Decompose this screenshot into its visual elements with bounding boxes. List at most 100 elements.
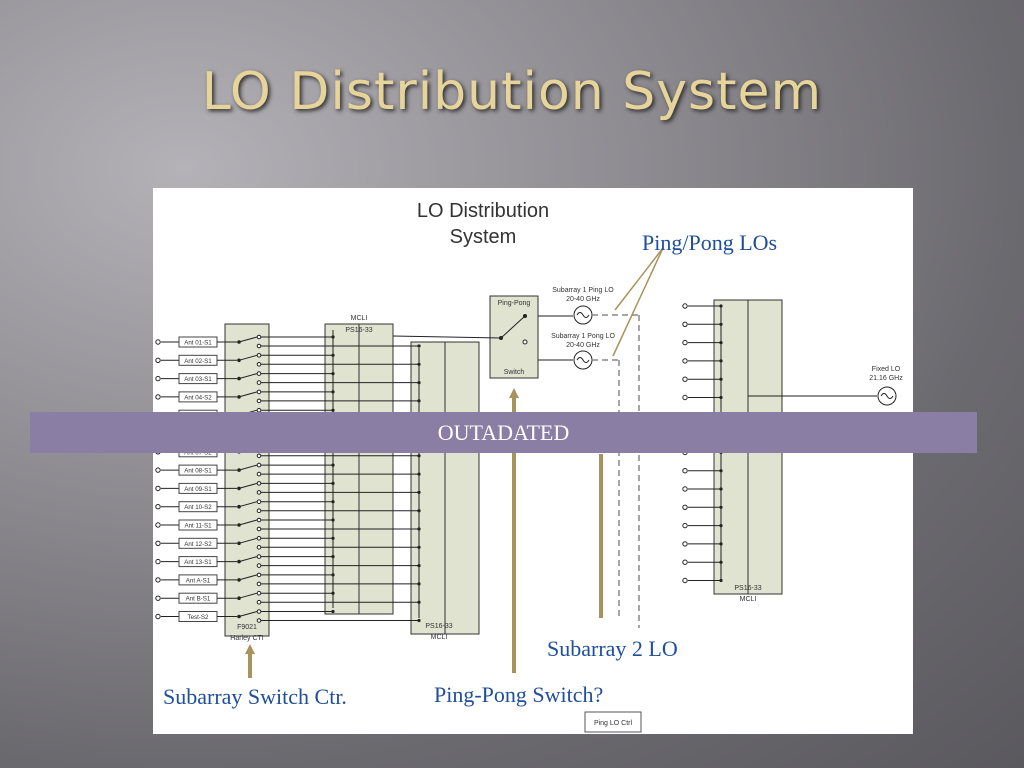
- antenna-port-icon: [155, 339, 161, 345]
- antenna-row: Ant 04-S2: [155, 389, 421, 404]
- antenna-row: Ant B-S1: [155, 590, 421, 605]
- switch-node: [237, 376, 241, 381]
- antenna-label: Ant 03-S1: [184, 376, 212, 383]
- switch-node: [237, 596, 241, 600]
- antenna-label: Ant 11-S1: [184, 523, 212, 530]
- output-row: [682, 577, 723, 584]
- ping-lo-ctrl-box: [584, 711, 642, 733]
- diagram-title-line1: LO Distribution: [416, 200, 550, 222]
- outdated-banner: OUTADATED: [30, 412, 977, 453]
- ping-pong-box-sublabel: Switch: [504, 369, 525, 376]
- ping-pong-box-label: Ping-Pong: [498, 300, 531, 307]
- sub1-pong-freq: 20-40 GHz: [566, 342, 600, 349]
- output-row: [682, 394, 723, 401]
- antenna-label: Ant 02-S1: [184, 358, 212, 365]
- antenna-port-icon: [155, 467, 161, 473]
- ping-lo-ctrl-label: Ping LO Ctrl: [594, 720, 633, 727]
- antenna-label: Ant 10-S2: [184, 504, 212, 511]
- slide-title: LO Distribution System: [201, 62, 823, 122]
- antenna-label: Ant 08-S1: [184, 468, 212, 475]
- output-port-icon: [682, 468, 688, 474]
- output-row: [682, 559, 723, 565]
- ps16-bottom-sublabel: MCLI: [431, 634, 448, 641]
- output-row: [682, 321, 723, 328]
- switch-node: [237, 486, 241, 491]
- antenna-port-icon: [155, 613, 161, 620]
- f9021-label: F9021: [237, 624, 257, 631]
- fixed-lo-label: Fixed LO: [872, 366, 901, 373]
- diagram-title: LO Distribution System: [393, 198, 573, 250]
- switch-node: [237, 541, 241, 546]
- output-port-icon: [682, 541, 688, 547]
- sub1-ping-label: Subarray 1 Ping LO: [552, 287, 614, 294]
- switch-node: [237, 358, 241, 363]
- sub1-pong-label: Subarray 1 Pong LO: [551, 333, 615, 340]
- antenna-label: Ant A-S1: [186, 577, 211, 584]
- output-port-icon: [682, 358, 688, 364]
- fixed-lo-freq: 21.16 GHz: [869, 375, 903, 382]
- switch-node: [237, 559, 241, 564]
- ps16-bottom-label: PS16-33: [425, 623, 452, 630]
- output-row: [682, 504, 723, 510]
- antenna-port-icon: [155, 504, 161, 510]
- switch-node: [237, 395, 241, 399]
- output-port-icon: [682, 504, 688, 510]
- antenna-port-icon: [155, 558, 161, 565]
- output-port-icon: [682, 303, 688, 309]
- mcli-top-sublabel: PS16-33: [345, 327, 372, 334]
- antenna-port-icon: [155, 577, 161, 583]
- right-ps16-label: PS16-33: [734, 585, 761, 592]
- output-port-icon: [682, 394, 688, 401]
- output-port-icon: [682, 486, 688, 492]
- antenna-label: Ant B-S1: [186, 596, 211, 603]
- ping-pong-switch-box: [489, 295, 539, 379]
- right-ps16-sublabel: MCLI: [740, 596, 757, 603]
- switch-node: [237, 523, 241, 527]
- antenna-port-icon: [155, 540, 161, 546]
- ping-pointer-line: [614, 247, 664, 311]
- sub1-ping-freq: 20-40 GHz: [566, 296, 600, 303]
- antenna-row: Ant 08-S1: [155, 462, 421, 477]
- ping-pong-los-annotation: Ping/Pong LOs: [642, 230, 778, 255]
- antenna-row: Ant 03-S1: [155, 371, 421, 385]
- subarray-switch-annotation: Subarray Switch Ctr.: [163, 684, 347, 709]
- subarray2-lo-annotation: Subarray 2 LO: [547, 636, 678, 661]
- antenna-row: Ant 09-S1: [155, 481, 421, 495]
- switch-node: [237, 578, 241, 582]
- antenna-label: Ant 13-S1: [184, 559, 212, 566]
- antenna-port-icon: [155, 357, 161, 364]
- switch-node: [237, 340, 241, 344]
- diagram-canvas: F9021 Harley CTI MCLI PS16-33 PS16-33 MC…: [155, 247, 903, 733]
- right-output-rows: [682, 303, 723, 584]
- output-port-icon: [682, 339, 688, 346]
- antenna-label: Test-S2: [188, 614, 210, 621]
- output-row: [682, 376, 723, 382]
- antenna-row: Ant 13-S1: [155, 554, 421, 568]
- f9021-box: [224, 323, 270, 637]
- lo-distribution-diagram: LO Distribution System F9021 Harley CTI …: [153, 188, 913, 734]
- antenna-label: Ant 04-S2: [184, 394, 212, 401]
- output-port-icon: [682, 321, 688, 328]
- diagram-title-line2: System: [449, 226, 517, 248]
- antenna-label: Ant 12-S2: [184, 541, 212, 548]
- ping-pong-switch-annotation: Ping-Pong Switch?: [434, 682, 604, 707]
- switch-node: [237, 614, 241, 619]
- antenna-port-icon: [155, 375, 161, 382]
- antenna-row: Test-S2: [155, 609, 421, 623]
- antenna-port-icon: [155, 595, 161, 601]
- antenna-label: Ant 09-S1: [184, 486, 212, 493]
- mcli-top-label: MCLI: [351, 315, 368, 322]
- switch-node: [237, 468, 241, 472]
- f9021-sublabel: Harley CTI: [230, 635, 264, 642]
- antenna-label: Ant 01-S1: [184, 340, 212, 347]
- output-port-icon: [682, 559, 688, 565]
- switch-node: [237, 504, 241, 509]
- antenna-row: Ant 01-S1: [155, 334, 421, 349]
- antenna-port-icon: [155, 394, 161, 400]
- output-port-icon: [682, 522, 688, 529]
- output-port-icon: [682, 577, 688, 584]
- antenna-port-icon: [155, 522, 161, 528]
- antenna-row: Ant 11-S1: [155, 517, 421, 532]
- antenna-row: Ant 10-S2: [155, 499, 421, 514]
- output-port-icon: [682, 376, 688, 382]
